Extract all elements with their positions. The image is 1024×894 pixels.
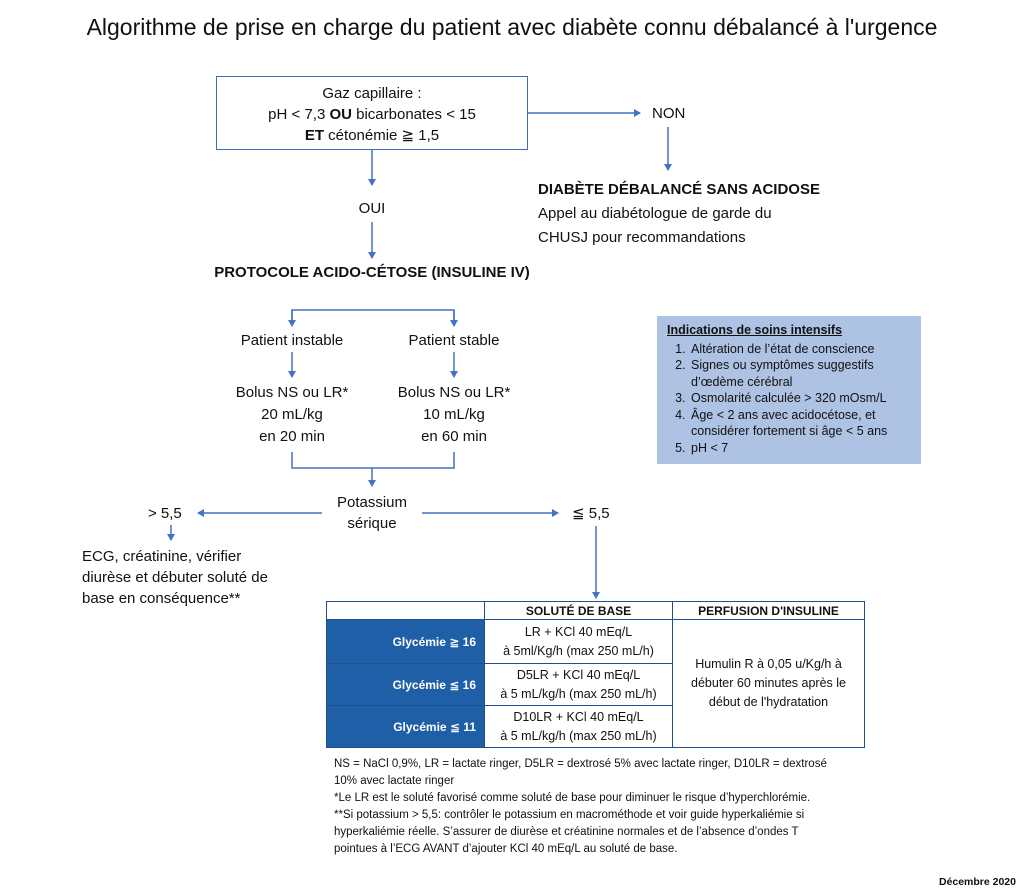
glycemie-cell: Glycémie ≦ 11: [326, 705, 485, 748]
sans-acidose-block: DIABÈTE DÉBALANCÉ SANS ACIDOSE Appel au …: [538, 178, 838, 250]
gaz-line2: pH < 7,3 OU bicarbonates < 15: [268, 106, 476, 123]
glycemie-cell: Glycémie ≧ 16: [326, 619, 485, 664]
note-potassium-cont1: hyperkaliémie réelle. S’assurer de diurè…: [334, 826, 799, 838]
footnotes: NS = NaCl 0,9%, LR = lactate ringer, D5L…: [334, 756, 874, 858]
list-item: Signes ou symptômes suggestifs d’œdème c…: [689, 357, 911, 390]
icu-list: Altération de l’état de conscience Signe…: [667, 341, 911, 457]
sans-acidose-title: DIABÈTE DÉBALANCÉ SANS ACIDOSE: [538, 181, 820, 198]
list-item: pH < 7: [689, 440, 911, 457]
solute-table: SOLUTÉ DE BASE PERFUSION D'INSULINE Glyc…: [326, 601, 865, 748]
table-header-perfusion: PERFUSION D'INSULINE: [672, 601, 865, 620]
icu-title: Indications de soins intensifs: [667, 323, 843, 337]
table-header-solute: SOLUTÉ DE BASE: [484, 601, 673, 620]
list-item: Altération de l’état de conscience: [689, 341, 911, 358]
table-header-empty: [326, 601, 485, 620]
table-header-row: SOLUTÉ DE BASE PERFUSION D'INSULINE: [326, 601, 865, 620]
sans-acidose-line1: Appel au diabétologue de garde du: [538, 205, 772, 222]
oui-label: OUI: [358, 200, 386, 217]
icu-indications-box: Indications de soins intensifs Altératio…: [657, 316, 921, 464]
patient-instable-label: Patient instable: [240, 332, 344, 349]
note-abbreviations-cont: 10% avec lactate ringer: [334, 775, 455, 787]
list-item: Âge < 2 ans avec acidocétose, et considé…: [689, 407, 911, 440]
gaz-capillaire-box: Gaz capillaire : pH < 7,3 OU bicarbonate…: [216, 76, 528, 150]
split-line: [291, 309, 455, 325]
protocole-title: PROTOCOLE ACIDO-CÉTOSE (INSULINE IV): [214, 264, 530, 281]
note-potassium: **Si potassium > 5,5: contrôler le potas…: [334, 809, 805, 821]
note-abbreviations: NS = NaCl 0,9%, LR = lactate ringer, D5L…: [334, 758, 827, 770]
k-low-label: ≦ 5,5: [572, 505, 610, 522]
gaz-line3: ET cétonémie ≧ 1,5: [304, 127, 440, 144]
k-high-label: > 5,5: [148, 505, 182, 522]
page-title: Algorithme de prise en charge du patient…: [86, 14, 938, 40]
date-label: Décembre 2020: [938, 876, 1016, 888]
patient-stable-label: Patient stable: [408, 332, 500, 349]
sans-acidose-line2: CHUSJ pour recommandations: [538, 229, 746, 246]
list-item: Osmolarité calculée > 320 mOsm/L: [689, 390, 911, 407]
non-label: NON: [652, 105, 686, 122]
note-potassium-cont2: pointues à l’ECG AVANT d’ajouter KCl 40 …: [334, 843, 678, 855]
gaz-line1: Gaz capillaire :: [322, 85, 422, 102]
glycemie-cell: Glycémie ≦ 16: [326, 663, 485, 706]
note-lr: *Le LR est le soluté favorisé comme solu…: [334, 792, 811, 804]
merge-line: [291, 452, 455, 469]
